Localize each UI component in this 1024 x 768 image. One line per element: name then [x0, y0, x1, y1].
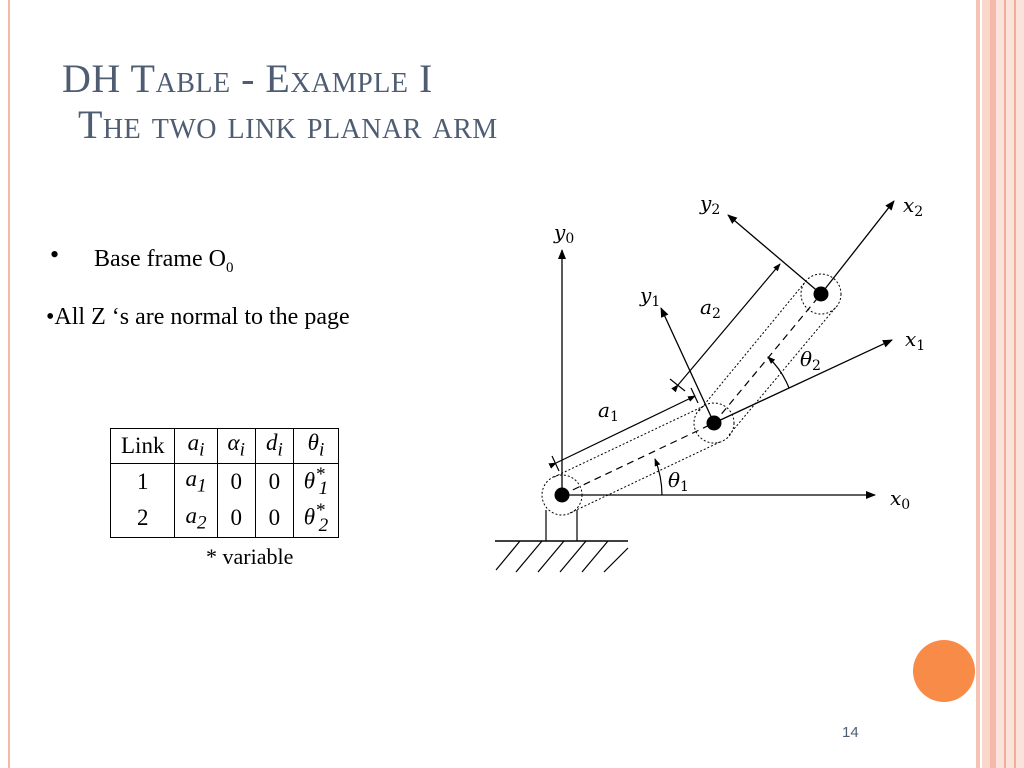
cell-superscript: * — [315, 500, 325, 522]
left-border-line — [8, 0, 10, 768]
cell-theta: θ*1 — [292, 463, 340, 501]
label-y0: y0 — [553, 220, 574, 247]
label-a2: a2 — [700, 295, 721, 322]
header-text: Link — [121, 433, 165, 458]
cell-text: a — [185, 502, 197, 528]
cell-text: θ — [303, 468, 316, 494]
right-border-stripe — [982, 0, 990, 768]
a2-dimension — [669, 263, 781, 393]
label-y2: y2 — [699, 191, 720, 218]
label-theta2: θ2 — [800, 347, 821, 374]
cell-link: 2 — [109, 500, 176, 538]
slide-title: DH Table - Example I The two link planar… — [62, 56, 498, 148]
y2-axis — [727, 214, 822, 295]
bullet-icon: • — [46, 304, 55, 330]
end-effector — [813, 286, 829, 302]
dh-table-header-row: Link ai αi di θi — [109, 428, 340, 464]
cell-subscript: 1 — [196, 475, 207, 497]
bullet-text: All Z ‘s are normal to the page — [54, 304, 350, 330]
decorative-circle — [913, 640, 975, 702]
dh-header-link: Link — [109, 428, 176, 464]
dh-header-a: ai — [174, 428, 218, 464]
header-subscript: i — [239, 439, 245, 461]
cell-a: a1 — [174, 463, 218, 501]
right-border-stripe — [1014, 0, 1016, 768]
dh-header-d: di — [254, 428, 294, 464]
header-text: d — [265, 430, 278, 456]
right-border-stripe — [990, 0, 996, 768]
cell-superscript: * — [315, 464, 325, 485]
y1-axis — [660, 307, 715, 424]
label-theta1: θ1 — [668, 468, 689, 495]
bullet-text-subscript: 0 — [225, 259, 234, 276]
cell-link: 1 — [109, 463, 176, 501]
link-1-body — [541, 402, 735, 516]
bullet-text-main: Base frame O — [94, 246, 226, 272]
right-border-stripe — [1004, 0, 1006, 768]
a1-dimension — [548, 387, 699, 472]
header-text: a — [187, 430, 200, 456]
header-text: α — [227, 430, 240, 456]
cell-subscript: 2 — [318, 514, 329, 536]
x2-axis — [820, 200, 895, 295]
cell-d: 0 — [254, 463, 294, 501]
ground-base — [495, 510, 629, 573]
cell-subscript: 1 — [318, 478, 329, 500]
two-link-arm-diagram: y0 x0 y1 x1 y2 x2 a1 a2 θ1 θ2 — [495, 191, 925, 573]
bullet-text: Base frame O0 — [94, 246, 233, 277]
slide-title-line2: The two link planar arm — [78, 102, 498, 147]
joint-2 — [706, 415, 722, 431]
right-border-band — [996, 0, 1024, 768]
dh-table: Link ai αi di θi 1 a1 0 0 θ*1 2 a2 0 0 θ… — [109, 428, 340, 538]
label-x0: x0 — [890, 486, 910, 513]
cell-d: 0 — [254, 500, 294, 538]
cell-text: a — [185, 466, 197, 492]
dh-header-theta: θi — [292, 428, 340, 464]
cell-alpha: 0 — [216, 500, 256, 538]
label-a1: a1 — [598, 398, 619, 425]
label-y1: y1 — [639, 283, 660, 310]
table-row: 2 a2 0 0 θ*2 — [109, 500, 340, 538]
dh-header-alpha: αi — [216, 428, 256, 464]
theta2-arc — [767, 356, 790, 389]
header-subscript: i — [318, 439, 325, 461]
header-subscript: i — [199, 439, 205, 461]
label-x2: x2 — [903, 193, 923, 220]
label-x1: x1 — [905, 327, 925, 354]
table-footnote: * variable — [206, 544, 294, 569]
header-subscript: i — [277, 439, 283, 461]
right-border-stripe — [976, 0, 980, 768]
cell-subscript: 2 — [196, 512, 207, 534]
theta1-arc — [654, 458, 663, 496]
header-text: θ — [307, 430, 319, 456]
cell-theta: θ*2 — [292, 500, 340, 538]
cell-text: θ — [303, 504, 316, 530]
x1-axis — [713, 339, 893, 424]
joint-1 — [554, 487, 570, 503]
slide-title-line1: DH Table - Example I — [62, 56, 433, 101]
table-row: 1 a1 0 0 θ*1 — [109, 463, 340, 501]
page-number: 14 — [842, 724, 859, 741]
bullet-z-normal: •All Z ‘s are normal to the page — [46, 304, 350, 331]
bullet-icon: • — [50, 240, 60, 269]
cell-a: a2 — [174, 500, 218, 538]
cell-alpha: 0 — [216, 463, 256, 501]
